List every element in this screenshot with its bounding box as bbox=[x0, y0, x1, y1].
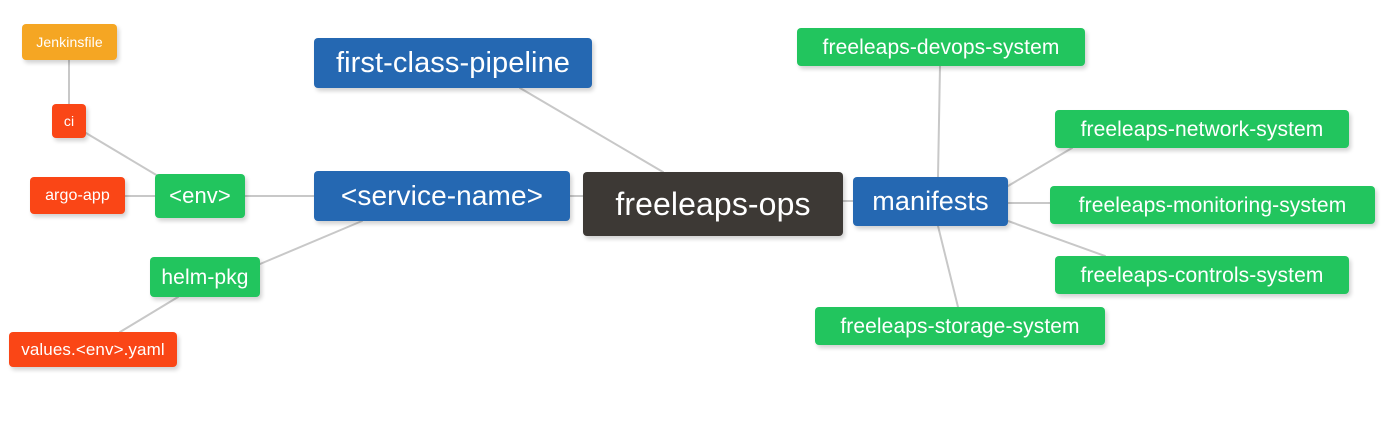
node-env[interactable]: <env> bbox=[155, 174, 245, 218]
edge-manifests-controls bbox=[1007, 220, 1106, 257]
node-freeleaps-network-system[interactable]: freeleaps-network-system bbox=[1055, 110, 1349, 148]
node-freeleaps-controls-system[interactable]: freeleaps-controls-system bbox=[1055, 256, 1349, 294]
node-label-argo-app: argo-app bbox=[45, 186, 110, 204]
edge-pipeline-root bbox=[519, 87, 664, 173]
node-freeleaps-storage-system[interactable]: freeleaps-storage-system bbox=[815, 307, 1105, 345]
node-label-freeleaps-controls-system: freeleaps-controls-system bbox=[1080, 263, 1324, 287]
node-label-freeleaps-network-system: freeleaps-network-system bbox=[1080, 117, 1324, 141]
edge-manifests-storage bbox=[937, 225, 959, 308]
node-argo-app[interactable]: argo-app bbox=[30, 177, 125, 214]
edge-valuesyaml-helmpkg bbox=[119, 296, 179, 333]
node-first-class-pipeline[interactable]: first-class-pipeline bbox=[314, 38, 592, 88]
node-helm-pkg[interactable]: helm-pkg bbox=[150, 257, 260, 297]
node-label-freeleaps-devops-system: freeleaps-devops-system bbox=[822, 35, 1060, 59]
node-label-env: <env> bbox=[169, 183, 231, 208]
node-label-freeleaps-storage-system: freeleaps-storage-system bbox=[840, 314, 1080, 338]
node-label-jenkinsfile: Jenkinsfile bbox=[36, 34, 103, 50]
node-label-ci: ci bbox=[63, 113, 75, 129]
edge-ci-env bbox=[85, 132, 159, 177]
node-freeleaps-monitoring-system[interactable]: freeleaps-monitoring-system bbox=[1050, 186, 1375, 224]
node-freeleaps-ops[interactable]: freeleaps-ops bbox=[583, 172, 843, 236]
node-label-manifests: manifests bbox=[872, 186, 989, 216]
node-label-freeleaps-monitoring-system: freeleaps-monitoring-system bbox=[1078, 193, 1347, 217]
edge-manifests-network bbox=[1007, 147, 1073, 187]
node-label-first-class-pipeline: first-class-pipeline bbox=[335, 46, 571, 79]
node-manifests[interactable]: manifests bbox=[853, 177, 1008, 226]
node-ci[interactable]: ci bbox=[52, 104, 86, 138]
node-freeleaps-devops-system[interactable]: freeleaps-devops-system bbox=[797, 28, 1085, 66]
node-label-freeleaps-ops: freeleaps-ops bbox=[615, 186, 811, 222]
edge-manifests-devops bbox=[937, 65, 941, 178]
node-label-service-name: <service-name> bbox=[340, 180, 544, 211]
node-label-values-yaml: values.<env>.yaml bbox=[21, 340, 165, 359]
node-jenkinsfile[interactable]: Jenkinsfile bbox=[22, 24, 117, 60]
node-values-yaml[interactable]: values.<env>.yaml bbox=[9, 332, 177, 367]
node-service-name[interactable]: <service-name> bbox=[314, 171, 570, 221]
node-label-helm-pkg: helm-pkg bbox=[161, 265, 249, 289]
edge-helmpkg-servicename bbox=[259, 220, 363, 265]
